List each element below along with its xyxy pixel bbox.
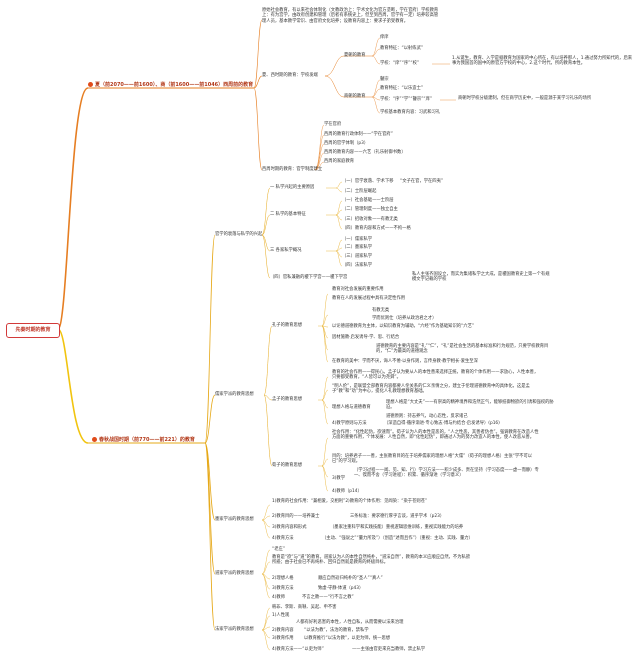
confucius-item: 教育在人的发展过程中具有决定性作用 (332, 296, 406, 301)
era-xia-shang-zhou[interactable]: 夏（前2070——前1600）、商（前1600——前1046）西周前的教育 (88, 82, 253, 88)
mohist-note: 三条标准：要求德行厚乎言谈，道乎学术（p23） (350, 514, 445, 519)
branch-zhou[interactable]: 西周时期的教育：官学制度建立 (262, 167, 323, 172)
mohist-item: 3)教育内容和形式 (272, 525, 307, 530)
s1-note: “文子在官，学在四夷” (400, 179, 444, 184)
era1-label: 夏（前2070——前1600）、商（前1600——前1046）西周前的教育 (95, 82, 254, 88)
taoist-item: 2)理想人格 (272, 576, 294, 581)
legalist-item: 1)人性观 (272, 613, 290, 618)
zhou-item: 学在官府 (324, 122, 342, 127)
branch-private-school[interactable]: 官学的衰落与私学的兴起 (215, 232, 263, 237)
taoist-item: 3)教育方法 (272, 586, 294, 591)
taoist-note: 不言之教——“行不言之教” (302, 595, 354, 600)
mencius-item: 4)教学原则与方法 (332, 421, 367, 426)
confucius-node[interactable]: 孔子的教育思想 (272, 323, 303, 328)
s1-item: （一）儒家私学 (342, 237, 373, 242)
confucius-item: 在教育的美中：学而不厌，诲人不倦·以身作则，言传身教·教学相长·爱生至深 (332, 359, 478, 364)
shang-node[interactable]: 商朝的教育 (344, 94, 366, 99)
mencius-note: 理想人格是“大丈夫”——有崇高的精神境界和浩然正气，能够抵御物欲的引诱和强权的胁… (386, 400, 554, 411)
shang-item: 教育特征：“以乐造士” (380, 86, 424, 91)
confucius-item: 学而优则仕（培养从政治君之才） (372, 316, 437, 321)
xunzi-note: （学习过程——闻、见、知、行）学习方法——积少成多、贵在坚持（学习态度——虚一而… (354, 468, 539, 479)
xunzi-item: 社会作用：“化性起伪，欲速而”。荀子认为人的本性是恶的，“人之性恶，其善者伪也”… (332, 430, 539, 441)
xunzi-item: 4)教师（p14） (332, 489, 362, 494)
mencius-item: 教育的社会作用——得民心。孟子认为要从人的本性善来选择正统，教育的个体作用——求… (332, 370, 539, 381)
zhou-item: 西周的家庭教育 (324, 159, 355, 164)
taoist-note: 顺应自然返归纯朴的“圣人”“真人” (318, 576, 383, 581)
s1-item: （二）士阶层崛起 (342, 189, 377, 194)
legalist-note: ——主张由官吏来充当教师，禁止私学 (352, 647, 426, 652)
mencius-item: “明人伦”，是联盟全部教育内容都要人伦关系的仁义亲情之分，建立于伦理道德教育中的… (332, 384, 530, 395)
taoist-item: 4)教师 (272, 595, 286, 600)
mohist-item: 1)教育的社会作用：“兼相爱，交相利”2)教育的个体作用：见闻染：“染于苍则苍” (272, 499, 428, 504)
confucius-item: 有教无类 (372, 308, 390, 313)
era2-label: 春秋战国时期（前770——前221）的教育 (99, 437, 195, 443)
s1-node[interactable]: 一 私学兴起的主要原因 (270, 185, 315, 190)
confucius-item: 以论德道德教育为主体，以知识教育为辅助，“六经”作为基础知识的“六艺” (332, 324, 475, 329)
root-node[interactable]: 先秦时期的教育 (6, 323, 60, 338)
xia-item: 学校：“庠”“序”“校” (380, 61, 420, 66)
mencius-note: 道德原则：持志养气，动心忍性，反求诸己 (386, 414, 468, 419)
legalist-note: “以法为教”，法治的教育，禁私学 (304, 628, 369, 633)
branch-mohist[interactable]: 墨家学派的教育思想 (215, 517, 254, 522)
s1-item: （四）教育内容和方式——不拘一格 (342, 226, 411, 231)
zhou-item: 西周的教育行政体制——“学在官府” (324, 132, 393, 137)
branch-legalist[interactable]: 法家学派的教育思想 (215, 627, 254, 632)
s1-item: （三）道家私学 (342, 254, 373, 259)
xunzi-item: 目的：培养君子——善，主张教育目的在于培养儒家的理想人格“大儒”（荀子的理想人格… (332, 454, 533, 465)
taoist-note: 致虚·守静·体道（p43） (318, 586, 364, 591)
s1-note: 私人主张齐国设立，而实为集诸私学之大成，是稷国教育史上第一个有规模文字记载的学校 (412, 272, 550, 283)
shang-item: 瞽宗 (380, 77, 389, 82)
branch-xia-shang[interactable]: 夏、西时期的教育：学校发端 (262, 73, 318, 78)
mencius-node[interactable]: 孟子的教育思想 (272, 397, 303, 402)
legalist-item: 3)教育作用 (272, 636, 294, 641)
confucius-item: 因材施教·启发诱导·学、思、行结合 (332, 335, 400, 340)
branch-confucian[interactable]: 儒家学派的教育思想 (215, 392, 254, 397)
zhou-item: 西周的教育内容——六艺（礼乐射御书数） (324, 150, 406, 155)
s1-node[interactable]: 三 各家私学概况 (270, 248, 302, 253)
s1-node[interactable]: （四）官私兼融的稷下学宫——稷下学宫 (270, 275, 348, 280)
s1-item: （一）社会基础——士阶层 (342, 198, 394, 203)
shang-item: 学校基本教育内容：习武和习礼 (380, 110, 441, 115)
confucius-item: 道德教育的主要内容是“礼”“仁”，“礼”是社会生活的基本标准和行为规范，只要学校… (376, 344, 549, 355)
legalist-note: 人都有好利恶害的本性，人性自私，从而需要以法来治理 (296, 620, 404, 625)
xia-item: 痒庠 (380, 35, 389, 40)
s1-item: （四）法家私学 (342, 263, 373, 268)
shang-note: 商朝时学校分级建制，但在商学历史中，一般是源于某学习礼乐的场所 (458, 96, 592, 101)
mohist-item: 2)教育目的——培养兼士 (272, 514, 320, 519)
xunzi-item: 3)教学 (332, 476, 346, 481)
s1-node[interactable]: 二 私学的基本特征 (270, 212, 306, 217)
mohist-note: （主动、“强说之”“量力所及”）（创造“述而且作”）（重视：主动、实践、量力） (322, 536, 473, 541)
branch-taoist[interactable]: 道家学派的教育思想 (215, 571, 254, 576)
legalist-item: 韩非、李斯、商鞅、吴起、申不害 (272, 605, 337, 610)
legalist-item: 4)教育方法——“以吏为师” (272, 647, 324, 652)
taoist-item: 教育是“欲”与“道”的教育。道家认为人的本性自然纯朴，“道法自然”，教育的本义应… (272, 555, 471, 566)
mencius-note: （深造自得·循序渐进·专心致志·博与约结合·启发诱导）(p16) (384, 421, 500, 426)
s1-item: （二）管理制度——独立自主 (342, 207, 398, 212)
era-spring-autumn[interactable]: 春秋战国时期（前770——前221）的教育 (92, 437, 195, 443)
s1-item: （三）招收对象——有教无类 (342, 217, 398, 222)
legalist-note: 以教育推行“以法为教”，以吏为师，统一思想 (304, 636, 391, 641)
xia-item: 教育特征：“以射练武” (380, 46, 424, 51)
mohist-note: （墨家注重科学和实践技能）重视逻辑思维训练，重视实践能力的培养 (330, 525, 464, 530)
legalist-item: 2)教育内容 (272, 628, 294, 633)
xia-note: 1.从诞生，教育、入学是据教育为国家的中心所在，有以培养那人，1.通过努力所知代… (452, 56, 633, 67)
taoist-item: “老庄” (272, 547, 286, 552)
mohist-item: 4)教育方法 (272, 536, 294, 541)
zhou-item: 西周的官学体制（p3） (324, 141, 369, 146)
shang-item: 学校：“序”“学”“瞽宗”“庠” (380, 97, 433, 102)
confucius-item: 教育对社会发展的重要作用 (332, 287, 384, 292)
s1-item: （一）官学衰落、学术下移 (342, 179, 394, 184)
xia-node[interactable]: 夏朝的教育 (344, 53, 366, 58)
mencius-item: 理想人格与道德教育 (332, 405, 371, 410)
fire-icon (88, 82, 93, 87)
xunzi-node[interactable]: 荀子的教育思想 (272, 463, 303, 468)
s1-item: （二）墨家私学 (342, 245, 373, 250)
intro-note: 原始社会教育，有以来社会体制化（文教政治上：学术文化为官方垄断，学在官府）学校教… (262, 8, 439, 24)
fire-icon (92, 437, 97, 442)
